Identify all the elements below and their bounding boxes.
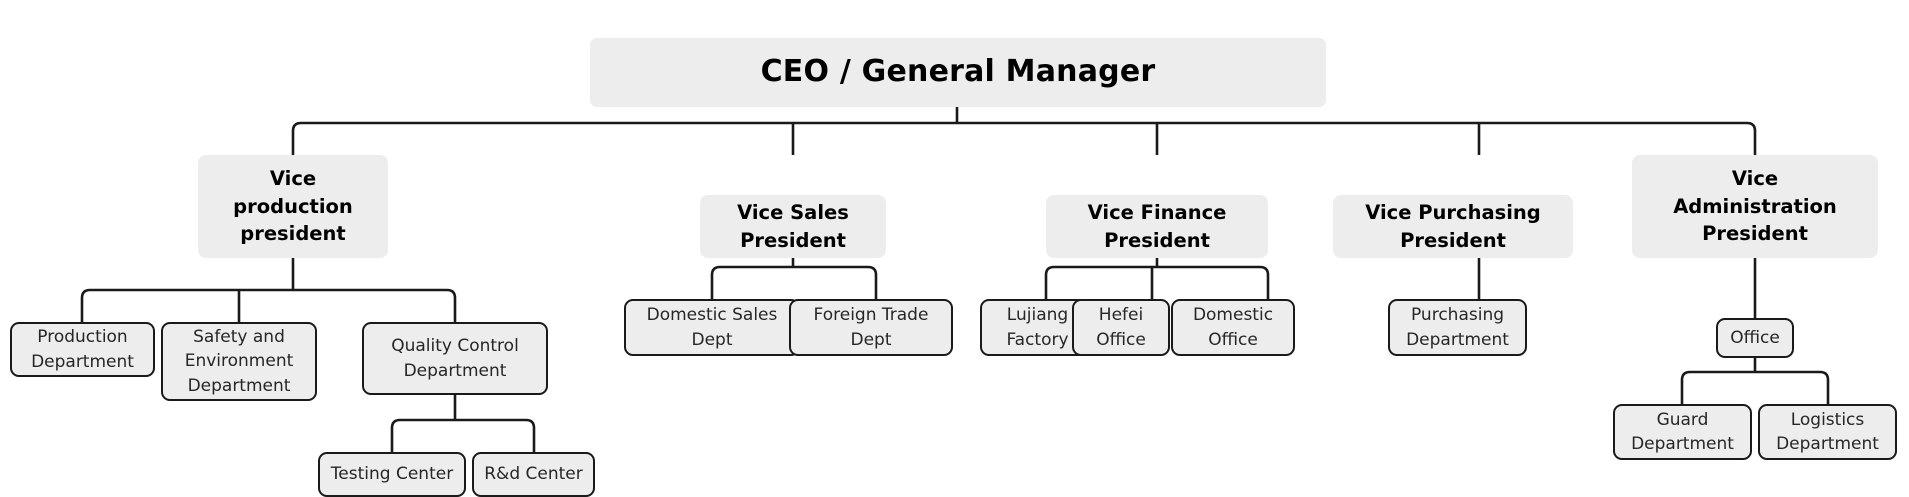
link-ceo-bus xyxy=(291,121,1757,155)
node-testing-center-label: Testing Center xyxy=(330,464,454,485)
node-safety-environment-department-label-line2: Environment xyxy=(184,351,294,372)
node-foreign-trade-dept-label-line2: Dept xyxy=(850,329,892,350)
node-rd-center[interactable]: R&d Center xyxy=(472,452,595,497)
link-vpfin-bus xyxy=(1044,265,1270,299)
node-guard-department[interactable]: Guard Department xyxy=(1613,404,1752,460)
node-vp-administration-label-line2: Administration xyxy=(1673,194,1837,218)
node-purchasing-department[interactable]: Purchasing Department xyxy=(1388,299,1527,356)
node-domestic-sales-dept-label-line2: Dept xyxy=(691,329,733,350)
node-logistics-department[interactable]: Logistics Department xyxy=(1758,404,1897,460)
node-hefei-office[interactable]: Hefei Office xyxy=(1072,299,1170,356)
node-vp-finance[interactable]: Vice Finance President xyxy=(1046,195,1268,258)
node-office[interactable]: Office xyxy=(1716,318,1794,358)
node-hefei-office-label-line1: Hefei xyxy=(1098,305,1144,326)
node-production-department-label-line1: Production xyxy=(37,327,128,348)
node-ceo[interactable]: CEO / General Manager xyxy=(590,38,1326,107)
node-domestic-office[interactable]: Domestic Office xyxy=(1171,299,1295,356)
node-vp-purchasing[interactable]: Vice Purchasing President xyxy=(1333,195,1573,258)
node-foreign-trade-dept-label-line1: Foreign Trade xyxy=(813,305,929,326)
node-domestic-office-label-line2: Office xyxy=(1208,329,1258,350)
node-foreign-trade-dept[interactable]: Foreign Trade Dept xyxy=(789,299,953,356)
node-lujiang-factory-label-line1: Lujiang xyxy=(1006,305,1069,326)
node-quality-control-department-label-line2: Department xyxy=(403,360,507,381)
node-domestic-office-label-line1: Domestic xyxy=(1192,305,1274,326)
link-vpsales-bus xyxy=(710,265,878,299)
link-qc-bus xyxy=(390,418,536,452)
node-production-department-label-line2: Department xyxy=(31,351,134,372)
node-vp-administration[interactable]: Vice Administration President xyxy=(1632,155,1878,258)
node-ceo-label: CEO / General Manager xyxy=(760,54,1156,90)
node-purchasing-department-label-line1: Purchasing xyxy=(1410,305,1505,326)
link-office-bus xyxy=(1680,370,1830,404)
node-safety-environment-department-label-line3: Department xyxy=(187,375,291,396)
node-hefei-office-label-line2: Office xyxy=(1096,329,1146,350)
node-quality-control-department-label-line1: Quality Control xyxy=(391,336,519,357)
node-vp-administration-label-line3: President xyxy=(1702,222,1808,246)
node-safety-environment-department-label-line1: Safety and xyxy=(193,327,285,348)
node-domestic-sales-dept-label-line1: Domestic Sales xyxy=(646,305,778,326)
node-vp-finance-label-line2: President xyxy=(1104,228,1210,252)
node-testing-center[interactable]: Testing Center xyxy=(318,452,466,497)
link-vpprod-bus xyxy=(80,288,457,322)
node-quality-control-department[interactable]: Quality Control Department xyxy=(362,322,548,395)
node-vp-purchasing-label-line2: President xyxy=(1400,228,1506,252)
node-vp-production-label-line1: Vice xyxy=(269,166,317,190)
node-vp-production-label-line3: president xyxy=(240,222,346,246)
node-lujiang-factory-label-line2: Factory xyxy=(1006,329,1069,350)
node-logistics-department-label-line1: Logistics xyxy=(1790,409,1865,430)
node-vp-administration-label-line1: Vice xyxy=(1731,166,1779,190)
node-office-label: Office xyxy=(1730,327,1780,348)
node-purchasing-department-label-line2: Department xyxy=(1406,329,1509,350)
node-vp-finance-label-line1: Vice Finance xyxy=(1087,200,1227,224)
node-domestic-sales-dept[interactable]: Domestic Sales Dept xyxy=(624,299,800,356)
node-rd-center-label: R&d Center xyxy=(484,464,583,485)
node-vp-sales-label-line2: President xyxy=(740,228,846,252)
node-vp-purchasing-label-line1: Vice Purchasing xyxy=(1365,200,1541,224)
node-vp-sales-label-line1: Vice Sales xyxy=(737,200,849,224)
node-safety-environment-department[interactable]: Safety and Environment Department xyxy=(161,322,317,401)
node-production-department[interactable]: Production Department xyxy=(10,322,155,377)
node-vp-production[interactable]: Vice production president xyxy=(198,155,388,258)
node-vp-production-label-line2: production xyxy=(233,194,353,218)
node-vp-sales[interactable]: Vice Sales President xyxy=(700,195,886,258)
node-guard-department-label-line2: Department xyxy=(1631,434,1734,454)
node-logistics-department-label-line2: Department xyxy=(1776,434,1879,454)
node-guard-department-label-line1: Guard xyxy=(1656,409,1709,430)
